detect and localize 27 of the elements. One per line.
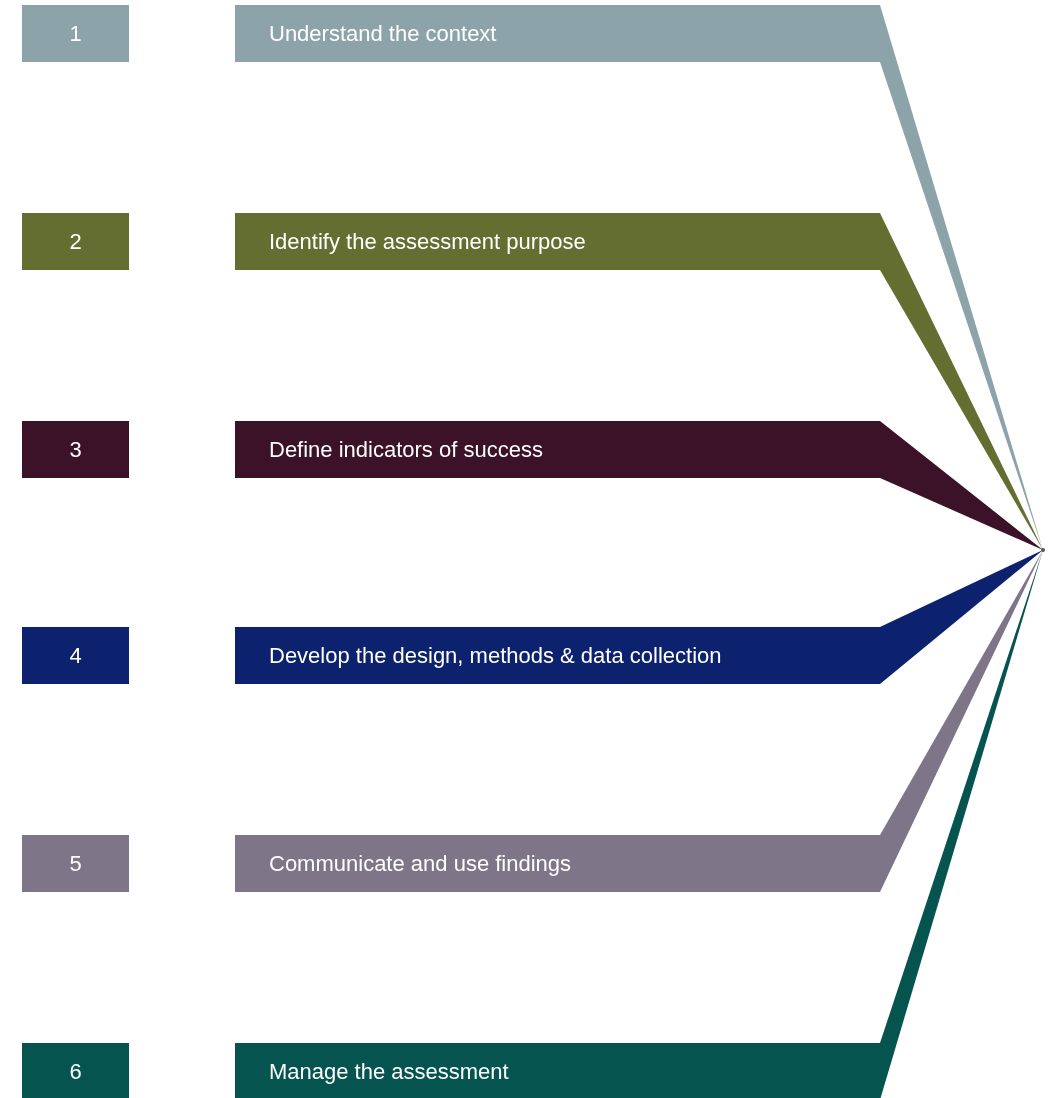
step-number-box xyxy=(22,1043,129,1098)
step-bar xyxy=(235,421,880,478)
step-number-box xyxy=(22,421,129,478)
step-bar xyxy=(235,835,880,892)
step-bar xyxy=(235,1043,880,1098)
step-label: Communicate and use findings xyxy=(269,850,572,877)
step-number: 1 xyxy=(69,20,82,47)
step-number: 2 xyxy=(69,228,82,255)
step-number: 5 xyxy=(69,850,82,877)
tapered-connector xyxy=(880,550,1043,684)
step-label: Manage the assessment xyxy=(269,1058,509,1085)
convergence-point xyxy=(1041,548,1045,552)
step-number-box xyxy=(22,5,129,62)
step-number: 6 xyxy=(69,1058,82,1085)
step-number-box xyxy=(22,213,129,270)
step-bar xyxy=(235,213,880,270)
step-number: 4 xyxy=(69,642,82,669)
step-number: 3 xyxy=(69,436,82,463)
step-number-box xyxy=(22,627,129,684)
step-number-box xyxy=(22,835,129,892)
step-bar xyxy=(235,627,880,684)
step-label: Understand the context xyxy=(269,20,497,47)
step-label: Develop the design, methods & data collection xyxy=(269,642,722,669)
step-label: Define indicators of success xyxy=(269,436,543,463)
step-bar xyxy=(235,5,880,62)
step-label: Identify the assessment purpose xyxy=(269,228,586,255)
tapered-connector xyxy=(880,421,1043,550)
